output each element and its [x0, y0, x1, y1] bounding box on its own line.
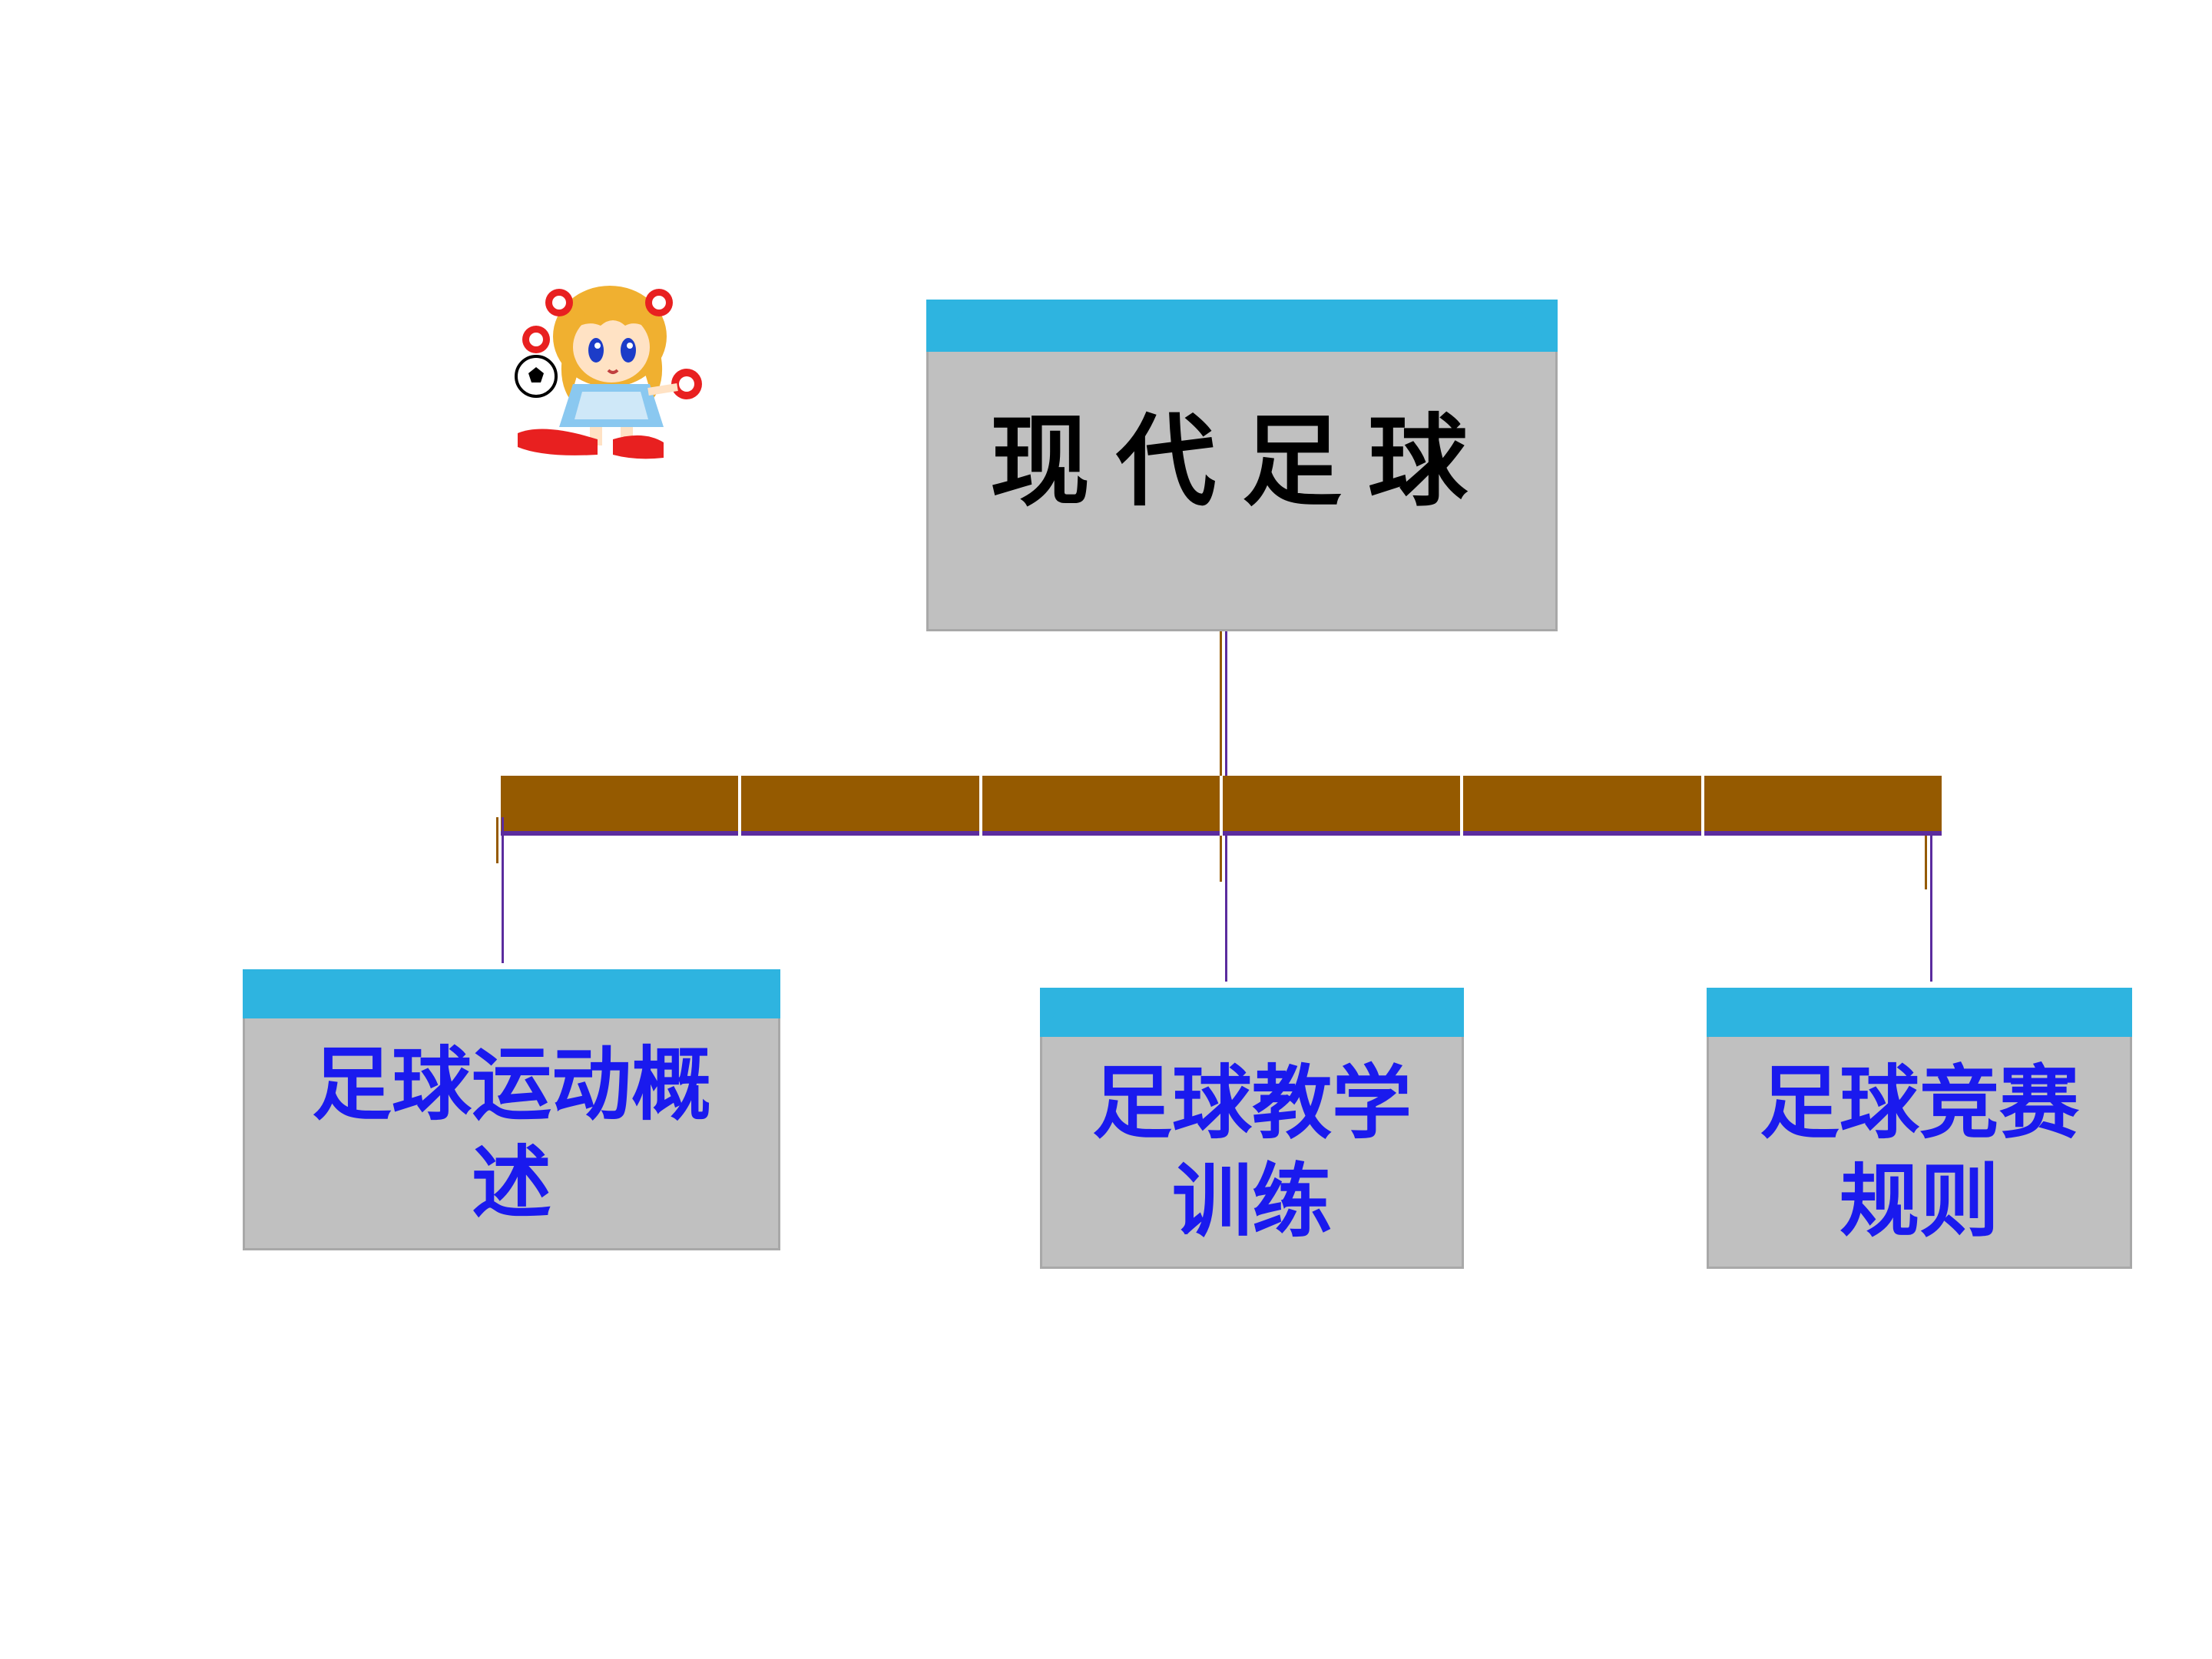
child-node-body: 足球运动概 述 — [243, 1018, 780, 1250]
root-node-top — [926, 300, 1558, 353]
child-node-body: 足球竞赛 规则 — [1707, 1037, 2132, 1269]
branch-bar-segment — [1704, 776, 1942, 836]
child-node-top — [243, 969, 780, 1020]
child-node-label: 足球运动概 述 — [311, 1036, 711, 1230]
child-node-top — [1040, 988, 1464, 1038]
child-connector-middle — [1220, 836, 1229, 982]
child-node-rules: 足球竞赛 规则 — [1707, 988, 2132, 1269]
soccer-girl-mascot-icon — [515, 286, 702, 459]
child-node-top — [1707, 988, 2132, 1038]
branch-bar-segment — [982, 776, 1223, 836]
branch-bar-segment — [501, 776, 742, 836]
branch-bar-segment — [1222, 776, 1464, 836]
branch-bar-segment — [1463, 776, 1704, 836]
child-node-label: 足球竞赛 规则 — [1759, 1055, 2079, 1248]
child-node-body: 足球教学 训练 — [1040, 1037, 1464, 1269]
child-connector-right — [1925, 836, 1934, 982]
root-node: 现代足球 — [926, 300, 1558, 631]
root-node-label: 现代足球 — [989, 402, 1494, 520]
child-node-training: 足球教学 训练 — [1040, 988, 1464, 1269]
child-connector-left — [496, 817, 505, 963]
branch-bar-segment — [741, 776, 982, 836]
root-node-body: 现代足球 — [926, 352, 1558, 631]
child-node-overview: 足球运动概 述 — [243, 969, 780, 1250]
child-node-label: 足球教学 训练 — [1091, 1055, 1412, 1248]
branch-bar — [501, 776, 1942, 836]
root-connector — [1220, 631, 1229, 777]
